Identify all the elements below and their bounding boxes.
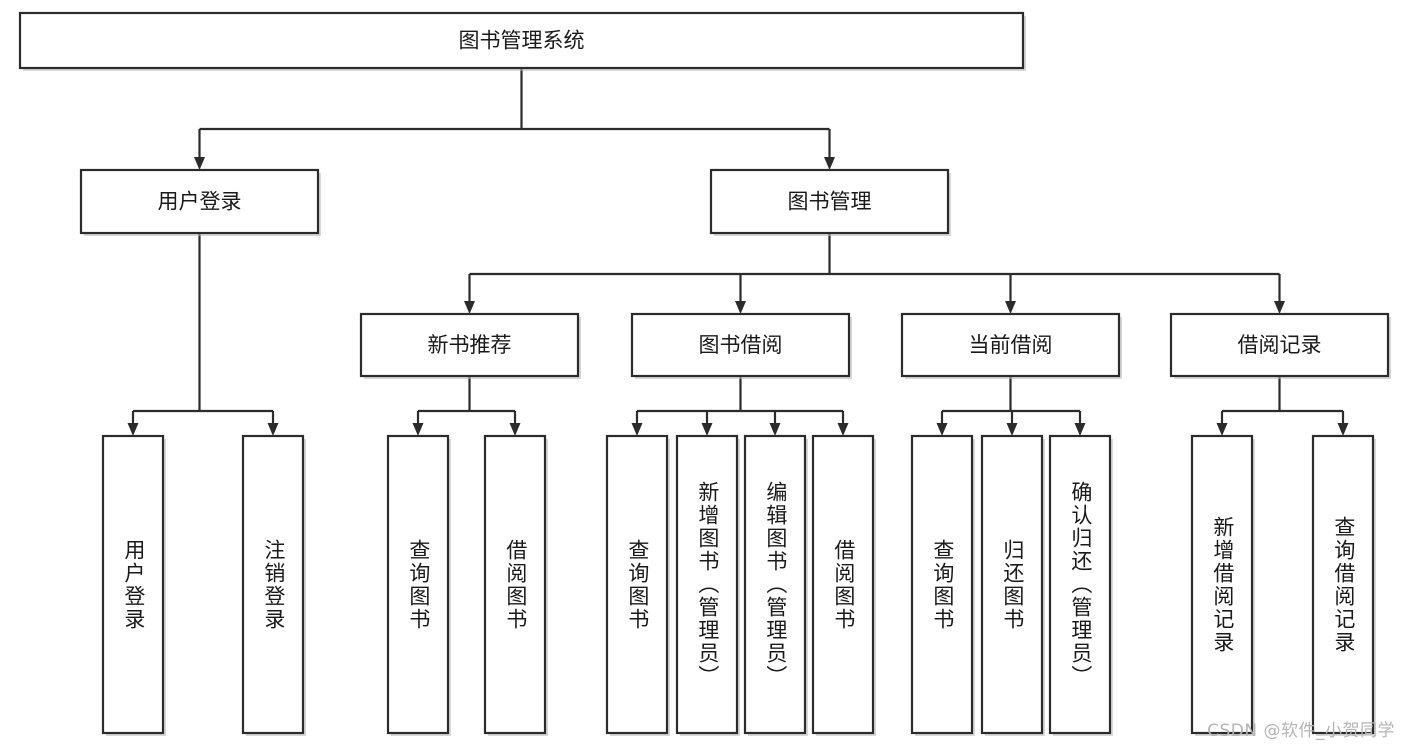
arrow-head-l_query_record bbox=[1337, 423, 1349, 436]
node-box-l_query_book_3[interactable] bbox=[910, 434, 974, 735]
node-box-l_add_book[interactable] bbox=[675, 434, 739, 735]
node-box-l_query_book_1[interactable] bbox=[386, 434, 450, 735]
arrow-head-l_query_book_2 bbox=[631, 423, 643, 436]
node-box-n_user_login[interactable] bbox=[79, 168, 320, 235]
arrow-head-l_user_login bbox=[127, 423, 139, 436]
node-box-l_borrow_book_1[interactable] bbox=[483, 434, 547, 735]
arrow-head-l_logout bbox=[267, 423, 279, 436]
arrow-head-l_query_book_1 bbox=[412, 423, 424, 436]
node-label-n_book_mgmt: 图书管理 bbox=[788, 190, 872, 214]
node-box-n_borrow[interactable] bbox=[630, 312, 851, 378]
node-box-l_query_record[interactable] bbox=[1311, 434, 1375, 735]
node-box-l_logout[interactable] bbox=[241, 434, 305, 735]
arrow-head-n_record bbox=[1274, 301, 1285, 314]
watermark: CSDN @软件_小贺同学 bbox=[1207, 721, 1395, 741]
node-box-n_book_mgmt[interactable] bbox=[709, 168, 950, 235]
node-label-n_record: 借阅记录 bbox=[1238, 333, 1322, 357]
arrow-head-l_add_record bbox=[1216, 423, 1228, 436]
arrow-head-n_user_login bbox=[194, 157, 205, 170]
arrow-head-l_confirm_return bbox=[1074, 423, 1086, 436]
arrow-head-l_query_book_3 bbox=[936, 423, 948, 436]
node-box-n_current[interactable] bbox=[900, 312, 1121, 378]
arrow-head-n_book_mgmt bbox=[824, 157, 835, 170]
node-box-root[interactable] bbox=[18, 11, 1025, 70]
node-box-l_user_login[interactable] bbox=[101, 434, 165, 735]
node-box-l_borrow_book_2[interactable] bbox=[811, 434, 875, 735]
boxes-layer bbox=[18, 11, 1391, 736]
node-box-l_return_book[interactable] bbox=[980, 434, 1044, 735]
arrow-head-l_edit_book bbox=[769, 423, 781, 436]
arrow-head-l_borrow_book_2 bbox=[837, 423, 849, 436]
node-box-l_confirm_return[interactable] bbox=[1048, 434, 1112, 735]
node-box-n_record[interactable] bbox=[1169, 312, 1390, 378]
node-box-n_new_book[interactable] bbox=[359, 312, 580, 378]
node-box-l_add_record[interactable] bbox=[1190, 434, 1254, 735]
node-label-root: 图书管理系统 bbox=[459, 29, 585, 53]
arrow-head-l_borrow_book_1 bbox=[509, 423, 521, 436]
node-box-l_query_book_2[interactable] bbox=[605, 434, 669, 735]
node-box-l_edit_book[interactable] bbox=[743, 434, 807, 735]
arrow-head-n_borrow bbox=[735, 301, 746, 314]
arrow-head-l_return_book bbox=[1006, 423, 1018, 436]
node-label-n_user_login: 用户登录 bbox=[158, 190, 242, 214]
node-label-n_borrow: 图书借阅 bbox=[699, 333, 783, 357]
edges-layer bbox=[127, 68, 1349, 436]
arrow-head-n_current bbox=[1005, 301, 1016, 314]
arrow-head-n_new_book bbox=[464, 301, 475, 314]
arrow-head-l_add_book bbox=[701, 423, 713, 436]
node-label-n_new_book: 新书推荐 bbox=[428, 333, 512, 357]
node-label-n_current: 当前借阅 bbox=[969, 333, 1053, 357]
